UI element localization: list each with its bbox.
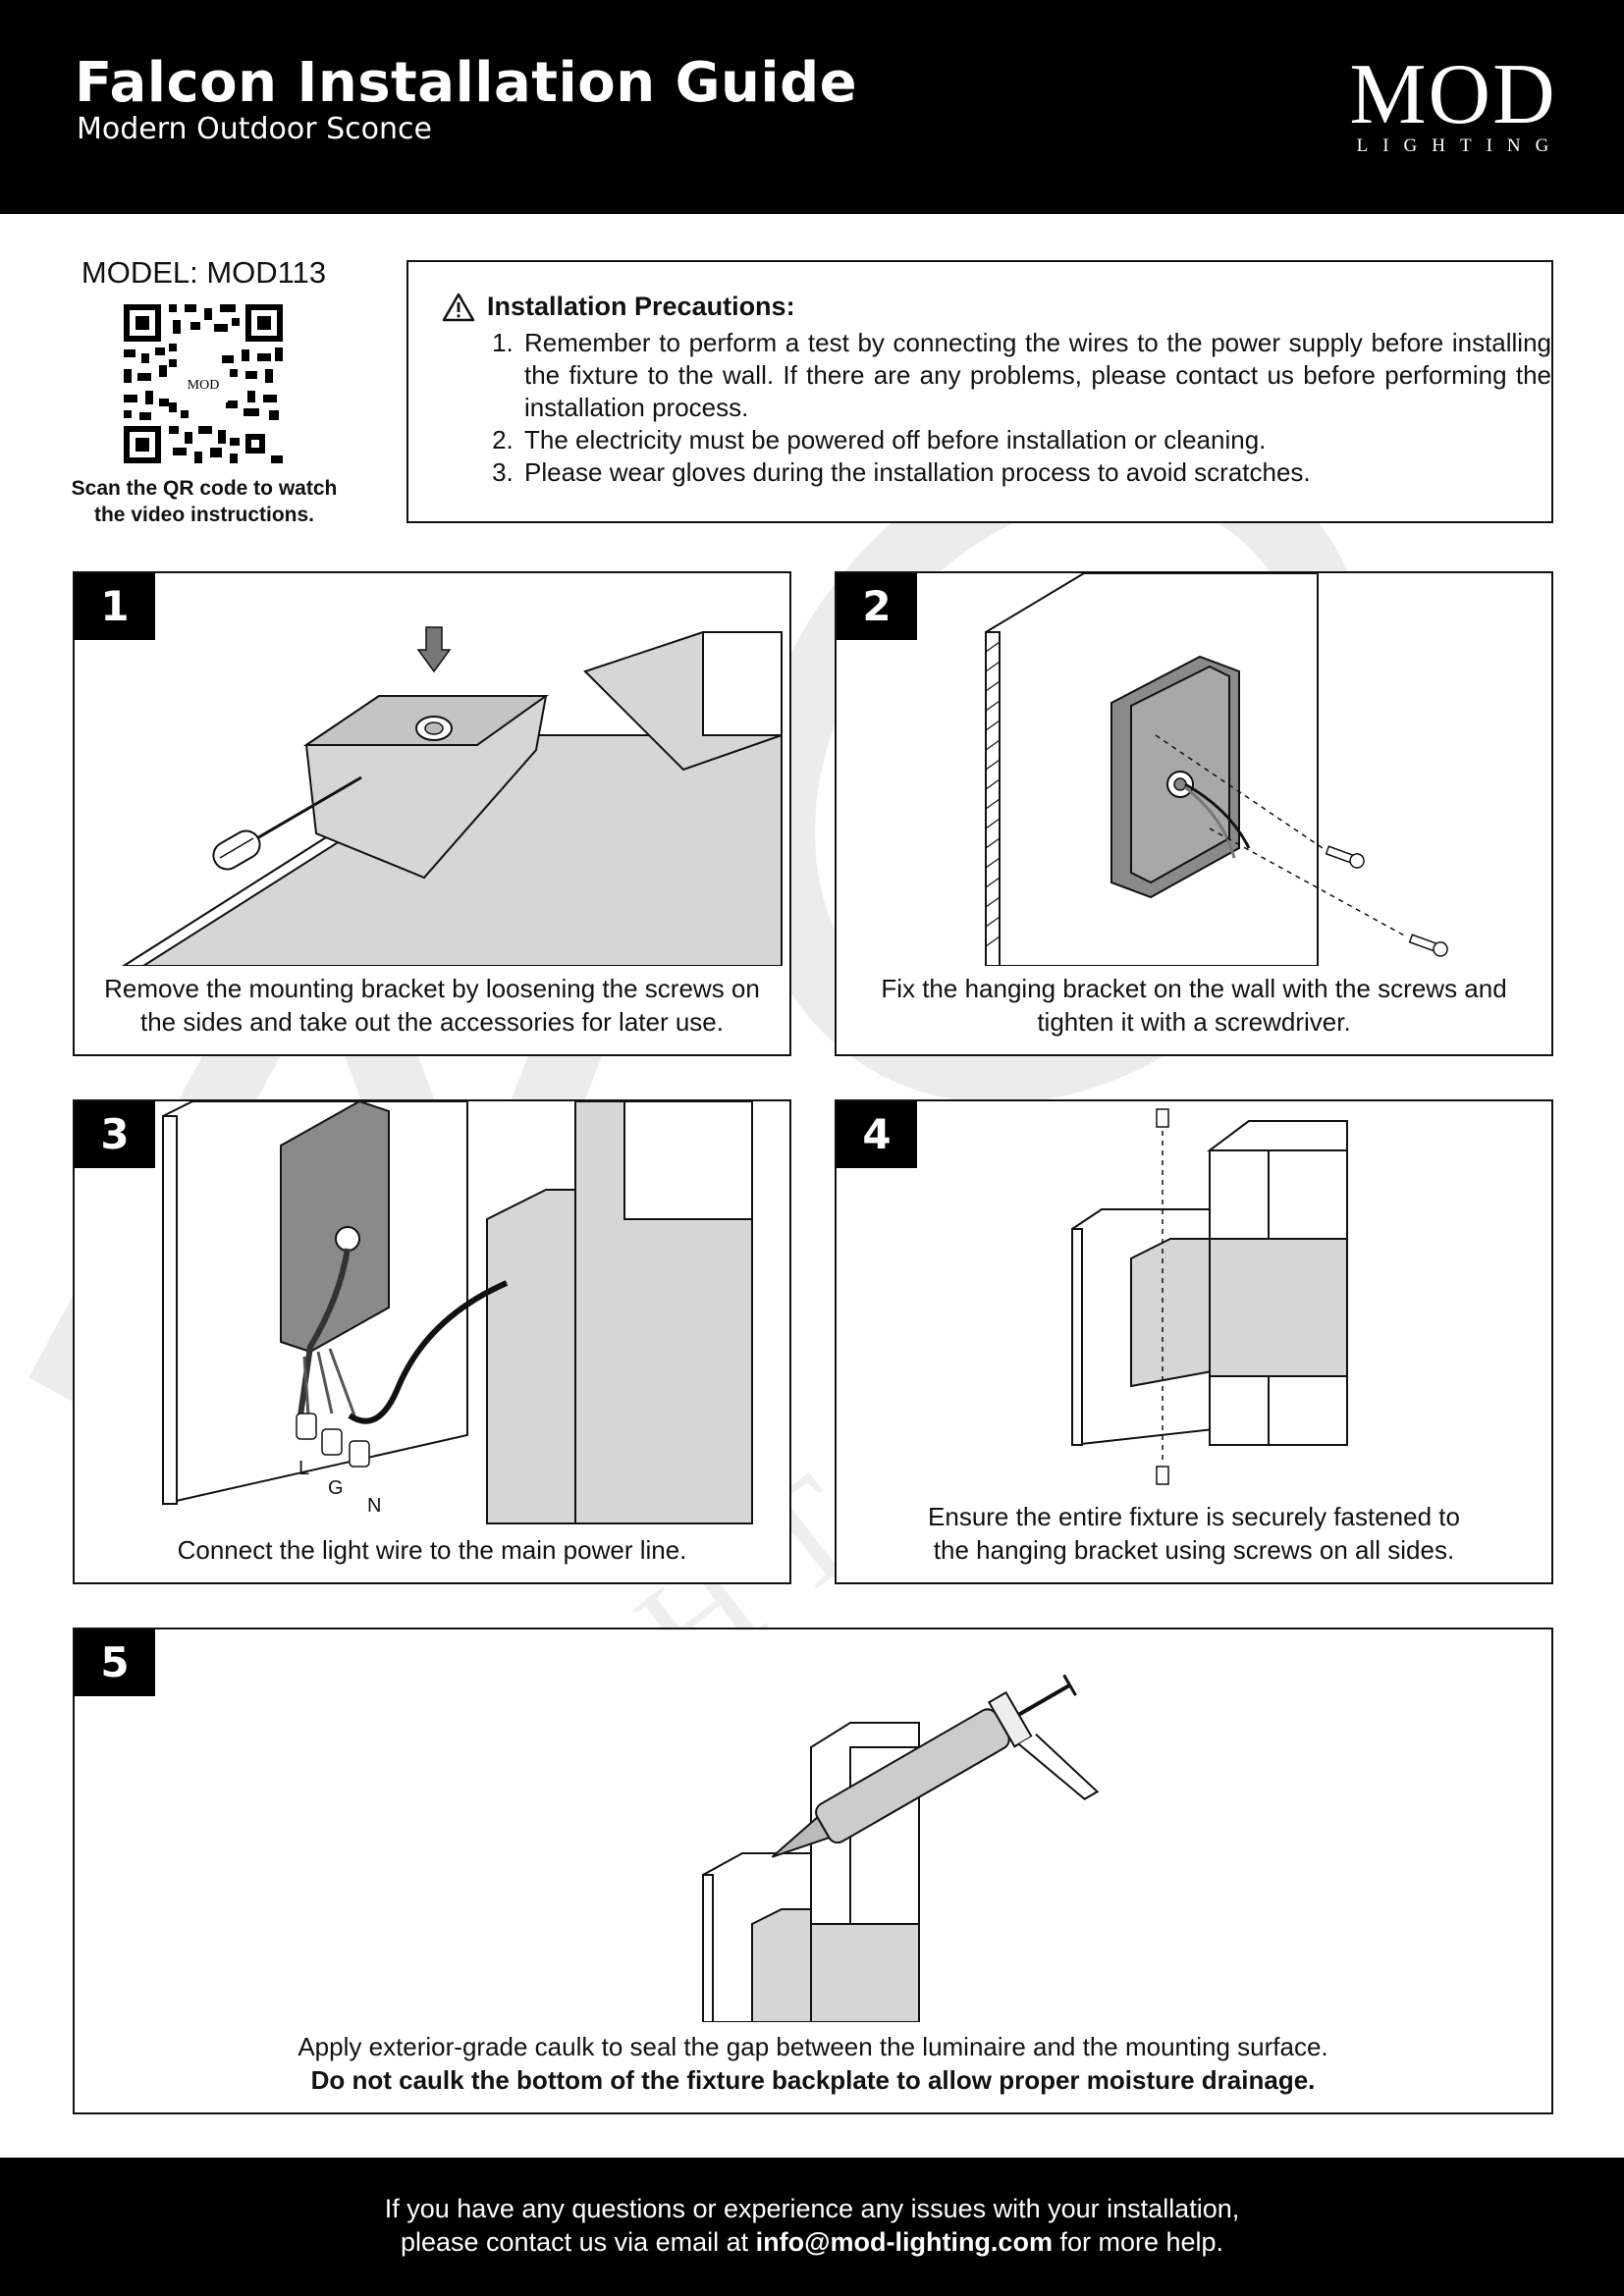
qr-logo-text: MOD	[188, 378, 220, 393]
precaution-item: Please wear gloves during the installati…	[520, 456, 1551, 489]
step-4-caption: Ensure the entire fixture is securely fa…	[837, 1500, 1551, 1567]
precaution-item: Remember to perform a test by connecting…	[520, 327, 1551, 424]
page-subtitle: Modern Outdoor Sconce	[77, 112, 432, 146]
logo-main-text: MOD	[1335, 51, 1571, 139]
step-3-caption: Connect the light wire to the main power…	[75, 1533, 789, 1567]
step-1-caption-line2: the sides and take out the accessories f…	[75, 1005, 789, 1039]
mod-lighting-logo: MOD LIGHTING	[1335, 51, 1571, 159]
step-3-illustration: L G N	[75, 1101, 789, 1533]
step-2-caption-line1: Fix the hanging bracket on the wall with…	[837, 972, 1551, 1005]
step-2-illustration	[837, 573, 1551, 966]
wire-label-n: N	[367, 1495, 381, 1517]
step-4-caption-line1: Ensure the entire fixture is securely fa…	[837, 1500, 1551, 1533]
page-header: Falcon Installation Guide Modern Outdoor…	[0, 0, 1624, 214]
step-5-caption-line2: Do not caulk the bottom of the fixture b…	[75, 2063, 1551, 2097]
step-5-illustration	[75, 1629, 1551, 2022]
step-4-number: 4	[837, 1101, 917, 1168]
step-5-number: 5	[75, 1629, 155, 1696]
step-1-caption: Remove the mounting bracket by loosening…	[75, 972, 789, 1039]
precautions-list: Remember to perform a test by connecting…	[487, 327, 1551, 489]
step-1-illustration	[75, 573, 789, 966]
step-2-caption-line2: tighten it with a screwdriver.	[837, 1005, 1551, 1039]
logo-sub-text: LIGHTING	[1335, 135, 1571, 157]
step-5-panel: Apply exterior-grade caulk to seal the g…	[73, 1628, 1553, 2114]
footer-line2-prefix: please contact us via email at	[401, 2227, 756, 2257]
page-title: Falcon Installation Guide	[75, 51, 857, 115]
step-3-panel: L G N Connect the light wire to the main…	[73, 1099, 791, 1584]
support-email-link[interactable]: info@mod-lighting.com	[756, 2227, 1053, 2257]
footer-line1: If you have any questions or experience …	[0, 2193, 1624, 2225]
page-footer: If you have any questions or experience …	[0, 2158, 1624, 2296]
precaution-item: The electricity must be powered off befo…	[520, 424, 1551, 456]
step-4-illustration	[837, 1101, 1551, 1494]
step-4-panel: Ensure the entire fixture is securely fa…	[835, 1099, 1553, 1584]
step-1-panel: Remove the mounting bracket by loosening…	[73, 571, 791, 1056]
model-number: MODEL: MOD113	[79, 255, 329, 291]
step-2-caption: Fix the hanging bracket on the wall with…	[837, 972, 1551, 1039]
precautions-heading: Installation Precautions:	[442, 292, 795, 322]
precautions-heading-text: Installation Precautions:	[487, 292, 795, 322]
qr-code[interactable]: MOD	[120, 300, 287, 467]
wire-label-l: L	[298, 1458, 309, 1479]
wire-label-g: G	[328, 1477, 344, 1499]
step-3-caption-line1: Connect the light wire to the main power…	[75, 1533, 789, 1567]
footer-line2-suffix: for more help.	[1053, 2227, 1223, 2257]
step-1-number: 1	[75, 573, 155, 640]
installation-precautions-box: Installation Precautions: Remember to pe…	[406, 260, 1553, 523]
qr-caption-line1: Scan the QR code to watch	[65, 475, 344, 502]
footer-line2: please contact us via email at info@mod-…	[0, 2226, 1624, 2259]
step-2-number: 2	[837, 573, 917, 640]
warning-triangle-icon	[442, 293, 475, 322]
qr-caption: Scan the QR code to watch the video inst…	[65, 475, 344, 528]
step-1-caption-line1: Remove the mounting bracket by loosening…	[75, 972, 789, 1005]
step-2-panel: Fix the hanging bracket on the wall with…	[835, 571, 1553, 1056]
step-4-caption-line2: the hanging bracket using screws on all …	[837, 1533, 1551, 1567]
step-5-caption: Apply exterior-grade caulk to seal the g…	[75, 2030, 1551, 2097]
step-3-number: 3	[75, 1101, 155, 1168]
qr-caption-line2: the video instructions.	[65, 502, 344, 528]
step-5-caption-line1: Apply exterior-grade caulk to seal the g…	[75, 2030, 1551, 2063]
